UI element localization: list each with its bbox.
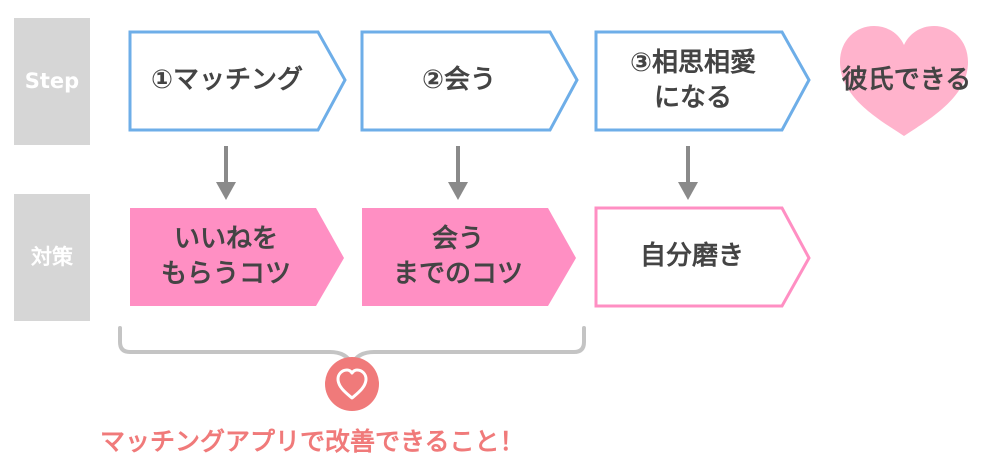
heart-outline-icon [336, 368, 368, 400]
down-arrow-2 [448, 146, 468, 200]
measure-label-2: 会う までのコツ [392, 223, 523, 289]
measure-box-1 [130, 208, 344, 306]
measure-row-label: 対策 [31, 245, 73, 270]
step-row-label-bg [14, 18, 90, 145]
down-arrow-1 [216, 146, 236, 200]
step-box-3 [594, 30, 811, 132]
step-label-2: ②会う [421, 65, 496, 96]
step-label-1: ①マッチング [150, 65, 303, 96]
goal-label: 彼氏できる [841, 65, 972, 96]
measure-label-3: 自分磨き [639, 241, 744, 272]
bottom-caption: マッチングアプリで改善できること！ [100, 427, 525, 457]
step-box-1 [128, 30, 347, 132]
heart-badge [325, 357, 379, 411]
heart-icon [840, 26, 968, 136]
measure-row-label-bg [14, 194, 90, 321]
step-row-label: Step [24, 69, 80, 94]
measure-label-1: いいねを もらうコツ [160, 223, 291, 289]
down-arrow-3 [678, 146, 698, 200]
step-label-3: ③相思相愛 になる [629, 47, 756, 113]
measure-box-2 [362, 208, 576, 306]
step-box-2 [360, 30, 579, 132]
measure-box-3 [594, 206, 811, 308]
